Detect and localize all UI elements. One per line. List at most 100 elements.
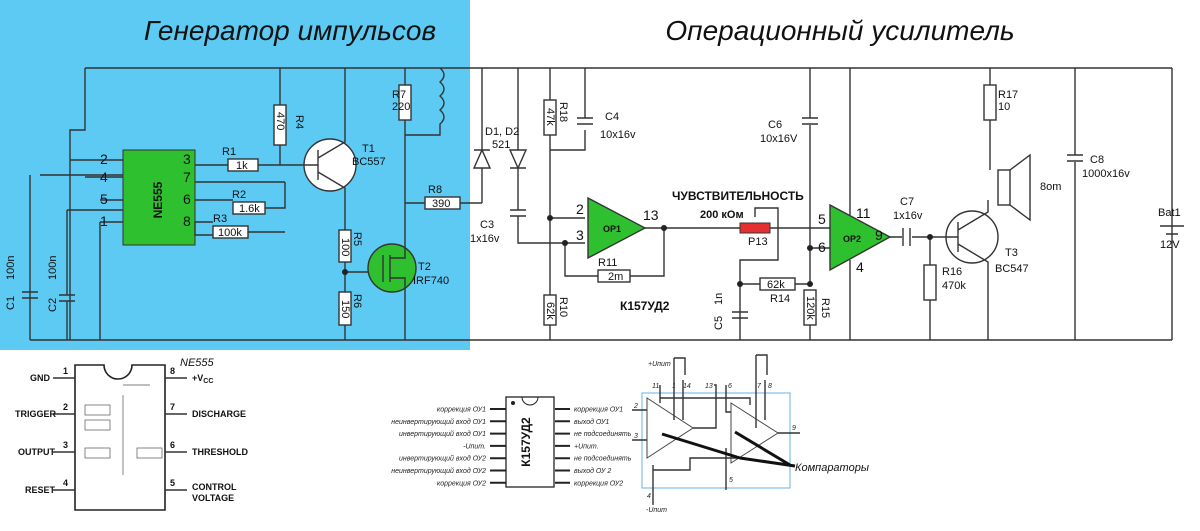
pin-num: 8 <box>170 366 175 376</box>
r1-name: R1 <box>222 146 236 158</box>
pin-num: 4 <box>63 478 68 488</box>
k157-chip-label: К157УД2 <box>519 417 533 467</box>
resistor-r3: R3 100k <box>212 213 249 239</box>
c7-name: C7 <box>900 196 914 208</box>
pin-label: 4 <box>100 169 108 185</box>
pin-num: 2 <box>633 403 638 410</box>
k157-pin-left-label: -Uпит. <box>463 443 486 450</box>
transistor-t3: T3 BC547 <box>945 200 1029 340</box>
r11-value: 2m <box>608 271 623 283</box>
pin-label: 13 <box>643 207 659 223</box>
k157-pin-left-label: инвертирующий вход ОУ2 <box>399 455 486 463</box>
r2-value: 1.6k <box>239 203 260 215</box>
t2-name: T2 <box>418 261 431 273</box>
bat-value: 12V <box>1160 239 1180 251</box>
c4-name: C4 <box>605 111 619 123</box>
comparators-label: Компараторы <box>795 462 869 474</box>
r6-value: 150 <box>339 300 351 318</box>
pin-label: 3 <box>576 227 584 243</box>
sensitivity-label: ЧУВСТВИТЕЛЬНОСТЬ <box>672 189 804 203</box>
capacitor-c2: C2 100n <box>47 210 75 340</box>
pin-discharge: DISCHARGE <box>192 409 246 419</box>
pin-label: 1 <box>100 213 108 229</box>
pin-vcc: +VCC <box>192 373 213 385</box>
r16-name: R16 <box>942 266 962 278</box>
transistor-t1: T1 BC557 <box>300 68 386 230</box>
inductor-coil <box>405 67 445 136</box>
r10-name: R10 <box>557 297 569 317</box>
resistor-r1: R1 1k <box>222 146 259 172</box>
pin-gnd: GND <box>30 373 51 383</box>
vplus-label: +Uпит <box>648 361 671 368</box>
c2-name: C2 <box>47 298 59 312</box>
resistor-r8: R8 390 <box>405 184 482 210</box>
capacitor-c8: C8 1000x16v <box>1067 68 1130 340</box>
r16-value: 470k <box>942 280 966 292</box>
c3-name: C3 <box>480 219 494 231</box>
pin-label: 5 <box>100 191 108 207</box>
bat-name: Bat1 <box>1158 207 1181 219</box>
resistor-r15: R15 120k <box>803 68 831 340</box>
pin-num: 1 <box>672 383 676 390</box>
k157-pin-left-label: коррекция ОУ1 <box>437 407 486 414</box>
pin-num: 13 <box>705 383 713 390</box>
pin-label: 4 <box>856 259 864 275</box>
c8-value: 1000x16v <box>1082 168 1130 180</box>
resistor-r10: R10 62k <box>543 217 585 340</box>
pin-num: 3 <box>634 433 638 440</box>
c1-value: 100n <box>5 256 17 280</box>
k157-pin-right-label: выход ОУ 2 <box>574 467 611 475</box>
r5-name: R5 <box>351 232 363 246</box>
comparator-diagram: +Uпит 11 1 14 13 6 7 8 2 3 9 4 5 -Uпит К… <box>632 354 869 514</box>
resistor-r2: R2 1.6k <box>232 189 266 215</box>
c7-value: 1x16v <box>893 210 923 222</box>
c2-value: 100n <box>47 256 59 280</box>
resistor-r16: R16 470k <box>923 237 966 340</box>
op2-name: OP2 <box>843 234 861 244</box>
c6-value: 10x16V <box>760 133 798 145</box>
capacitor-c4: C4 10x16v <box>577 68 636 141</box>
r5-value: 100 <box>339 238 351 256</box>
speaker: 8om <box>997 153 1061 222</box>
pin-label: 2 <box>100 151 108 167</box>
resistor-r7: R7 220 <box>392 68 412 121</box>
r17-value: 10 <box>998 101 1010 113</box>
k157-pin-left-label: неинвертирующий вход ОУ2 <box>391 467 486 475</box>
k157-pin-right-label: не подсоединять <box>574 455 632 463</box>
r14-name: R14 <box>770 293 790 305</box>
potentiometer-p13: ЧУВСТВИТЕЛЬНОСТЬ 200 кОм P13 <box>672 189 830 340</box>
pin-control-2: VOLTAGE <box>192 493 234 503</box>
r15-name: R15 <box>819 298 831 318</box>
resistor-r14: 62k R14 <box>740 277 810 305</box>
k157-pin-right-label: выход ОУ1 <box>574 418 609 426</box>
resistor-r11: R11 2m <box>597 257 631 283</box>
k157-pin-right-label: не подсоединять <box>574 430 632 438</box>
r6-name: R6 <box>351 294 363 308</box>
pin-num: 3 <box>63 440 68 450</box>
op-amp-op1: OP1 2 3 13 <box>564 196 740 277</box>
pin-label: 2 <box>576 201 584 217</box>
r3-value: 100k <box>218 227 242 239</box>
pin-num: 5 <box>170 478 175 488</box>
t3-value: BC547 <box>995 263 1029 275</box>
pin-num: 11 <box>652 383 659 390</box>
capacitor-c3: C3 1x16v <box>470 209 585 245</box>
pin-label: 6 <box>818 239 826 255</box>
capacitor-c5: C5 1n <box>713 293 748 330</box>
c6-name: C6 <box>768 119 782 131</box>
pin-num: 6 <box>728 383 732 390</box>
capacitor-c6: C6 10x16V <box>760 117 818 145</box>
c1-name: C1 <box>5 296 17 310</box>
pin-label: 11 <box>856 205 871 221</box>
pin-output: OUTPUT <box>18 447 56 457</box>
pin-threshold: THRESHOLD <box>192 447 249 457</box>
capacitor-c7: C7 1x16v <box>893 196 923 246</box>
pin-num: 1 <box>63 366 68 376</box>
pin-label: 8 <box>183 213 191 229</box>
r4-name: R4 <box>293 115 305 129</box>
r8-name: R8 <box>428 184 442 196</box>
pin-label: 6 <box>183 191 191 207</box>
r17-name: R17 <box>998 89 1018 101</box>
